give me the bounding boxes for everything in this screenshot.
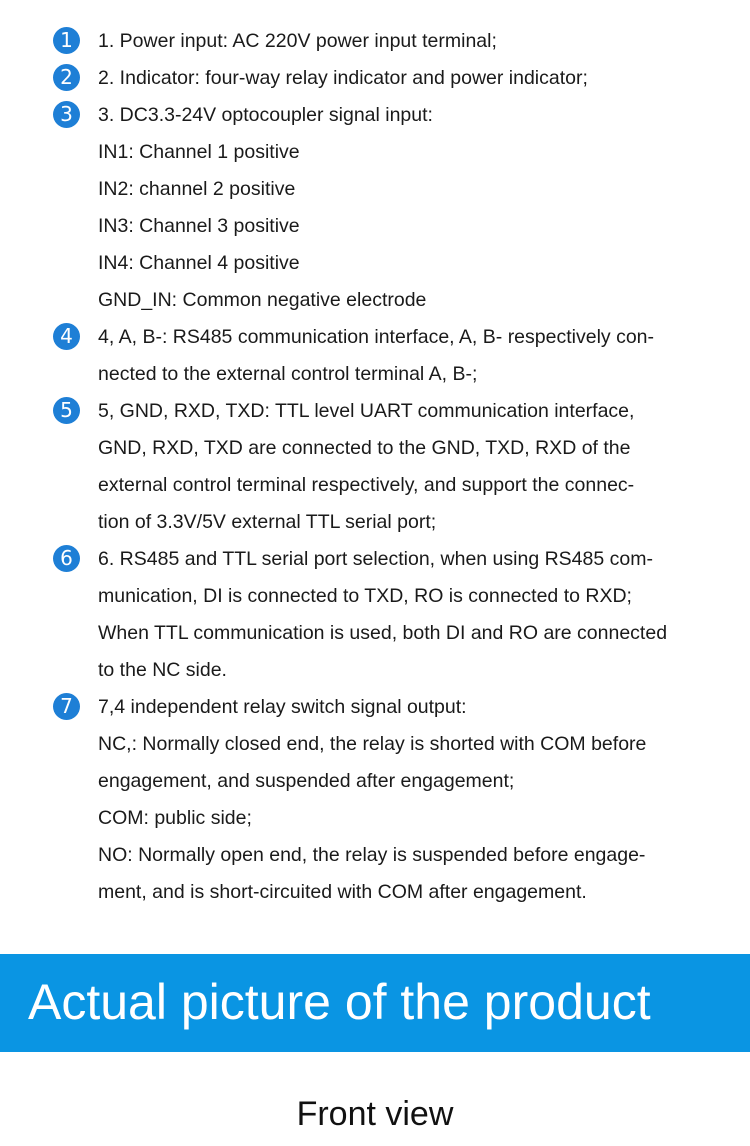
spec-line: 2. Indicator: four-way relay indicator a… — [98, 67, 588, 89]
spec-line: 6. RS485 and TTL serial port selection, … — [98, 548, 653, 570]
number-badge-3: 3 — [53, 101, 80, 128]
number-badge-6: 6 — [53, 545, 80, 572]
spec-line: IN2: channel 2 positive — [98, 178, 296, 200]
number-badge-7: 7 — [53, 693, 80, 720]
spec-line: When TTL communication is used, both DI … — [98, 622, 668, 644]
spec-line: 4, A, B-: RS485 communication interface,… — [98, 326, 654, 348]
spec-line: nected to the external control terminal … — [98, 363, 478, 385]
spec-line: GND, RXD, TXD are connected to the GND, … — [98, 437, 631, 459]
number-badge-4: 4 — [53, 323, 80, 350]
spec-line: to the NC side. — [98, 659, 227, 681]
spec-line: COM: public side; — [98, 807, 252, 829]
number-badge-1: 1 — [53, 27, 80, 54]
number-badge-2: 2 — [53, 64, 80, 91]
spec-line: IN4: Channel 4 positive — [98, 252, 300, 274]
banner-title: Actual picture of the product — [28, 974, 651, 1030]
spec-line: engagement, and suspended after engageme… — [98, 770, 515, 792]
spec-line: IN1: Channel 1 positive — [98, 141, 300, 163]
spec-line: IN3: Channel 3 positive — [98, 215, 300, 237]
spec-line: 1. Power input: AC 220V power input term… — [98, 30, 497, 52]
spec-line: ment, and is short-circuited with COM af… — [98, 881, 587, 903]
spec-line: tion of 3.3V/5V external TTL serial port… — [98, 511, 437, 533]
spec-line: 3. DC3.3-24V optocoupler signal input: — [98, 104, 433, 126]
spec-line: munication, DI is connected to TXD, RO i… — [98, 585, 632, 607]
spec-line: external control terminal respectively, … — [98, 474, 635, 496]
number-badge-5: 5 — [53, 397, 80, 424]
section-banner: Actual picture of the product — [0, 954, 750, 1052]
spec-line: NC,: Normally closed end, the relay is s… — [98, 733, 647, 755]
spec-line: GND_IN: Common negative electrode — [98, 289, 427, 311]
spec-line: NO: Normally open end, the relay is susp… — [98, 844, 646, 866]
spec-line: 5, GND, RXD, TXD: TTL level UART communi… — [98, 400, 635, 422]
spec-line: 7,4 independent relay switch signal outp… — [98, 696, 467, 718]
section-subtitle: Front view — [296, 1095, 454, 1133]
